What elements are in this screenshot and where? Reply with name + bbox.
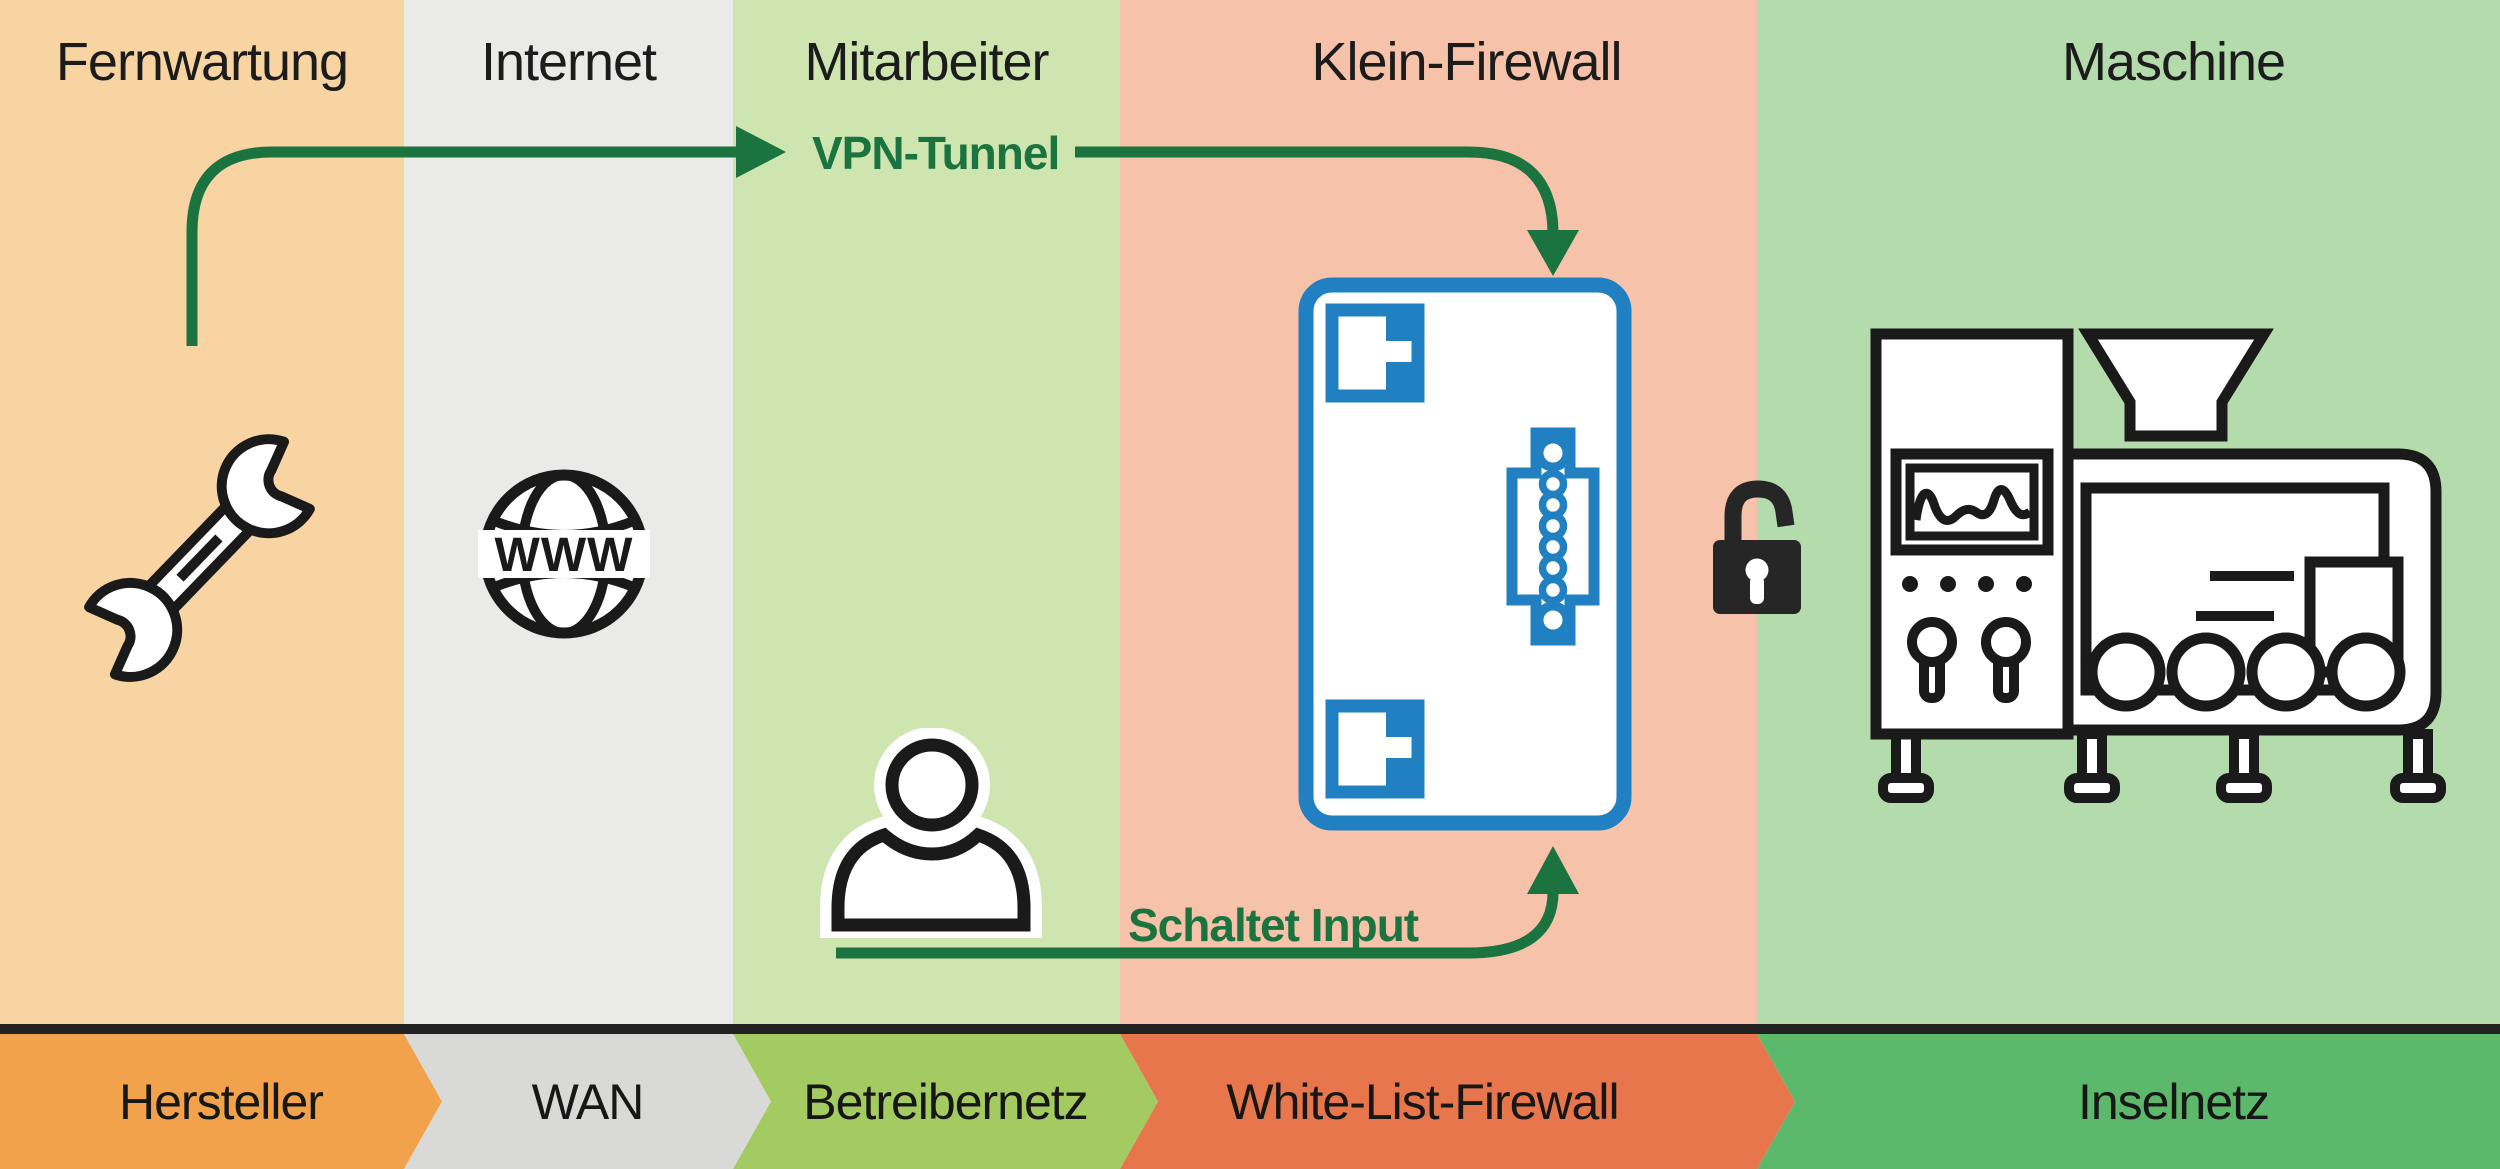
open-padlock-icon [1713, 480, 1801, 614]
padlock-shackle [1724, 480, 1795, 542]
schaltet-input-label: Schaltet Input [1128, 899, 1419, 951]
vpn-arrow-segment-2 [1075, 146, 1559, 235]
chevron-label-inselnetz: Inselnetz [2077, 1073, 2270, 1130]
machine-hopper [2078, 328, 2274, 442]
column-title-fernwartung: Fernwartung [55, 32, 349, 92]
machine-screen-inner [1905, 463, 2039, 541]
padlock-keyhole [1745, 558, 1769, 582]
person-icon [820, 728, 1042, 938]
chevron-label-betreibernetz: Betreibernetz [803, 1073, 1088, 1130]
machine-screen-wave [1911, 485, 2033, 525]
chevron-betreibernetz: Betreibernetz [733, 1034, 1158, 1169]
person-body [831, 827, 1031, 932]
person-head [885, 738, 979, 832]
machine-key-switches [1907, 617, 2031, 703]
chevron-label-white-list-firewall: White-List-Firewall [1226, 1073, 1619, 1130]
firewall-device-icon [1298, 277, 1632, 831]
chevron-hersteller: Hersteller [0, 1034, 442, 1169]
terminal-connector-pins [1534, 434, 1572, 639]
wrench-head-lower [84, 577, 183, 682]
column-title-mitarbeiter: Mitarbeiter [804, 32, 1049, 92]
ethernet-port-top-icon [1325, 303, 1425, 403]
schaltet-input-arrowhead-up [1527, 846, 1579, 894]
chevron-white-list-firewall: White-List-Firewall [1120, 1034, 1795, 1169]
device-housing [1298, 277, 1632, 831]
wrench-head-upper [216, 434, 315, 539]
column-internet: Internet [404, 0, 733, 1024]
column-fernwartung: Fernwartung [0, 0, 404, 1024]
column-title-klein-firewall: Klein-Firewall [1311, 32, 1622, 92]
vpn-arrowhead-down [1527, 230, 1579, 276]
column-title-internet: Internet [480, 32, 657, 92]
globe-text-band [478, 530, 650, 578]
machine-rollers [2086, 632, 2406, 712]
ethernet-port-bottom-icon [1325, 699, 1425, 799]
chevron-inselnetz: Inselnetz [1757, 1034, 2500, 1169]
www-globe-icon: WWW [478, 469, 650, 639]
band-separator-line [0, 1024, 2500, 1034]
globe-www-text: WWW [495, 529, 634, 582]
column-title-maschine: Maschine [2061, 32, 2286, 92]
wrench-slot [176, 534, 223, 582]
vpn-tunnel-label: VPN-Tunnel [812, 127, 1060, 179]
chevron-wan: WAN [404, 1034, 771, 1169]
vpn-arrow-segment-1 [186, 146, 736, 346]
machine-indicator-dots [1902, 576, 2032, 592]
machine-icon [1870, 328, 2446, 803]
wrench-icon [84, 434, 315, 682]
chevron-label-wan: WAN [531, 1073, 645, 1130]
vpn-arrowhead-right [736, 126, 786, 178]
padlock-keyhole-stem [1750, 576, 1764, 604]
schaltet-input-arrow-line [836, 891, 1559, 959]
chevron-label-hersteller: Hersteller [119, 1073, 324, 1130]
